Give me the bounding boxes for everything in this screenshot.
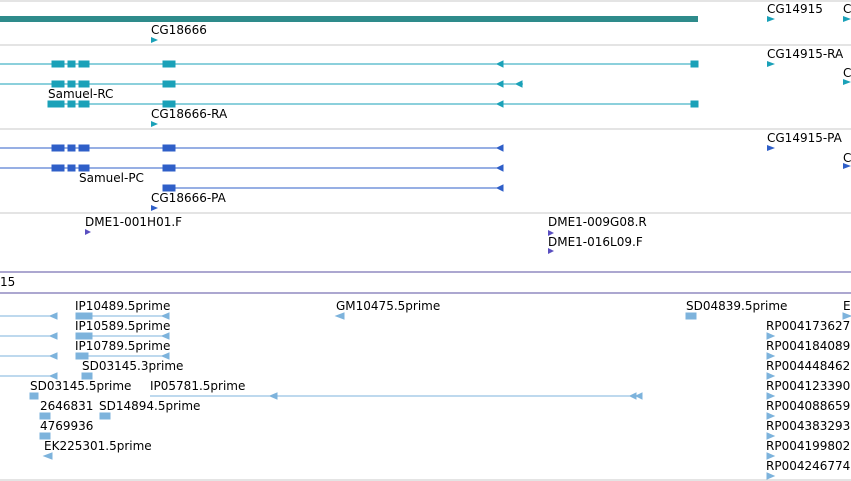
strand-arrow [151,121,158,127]
protein-1[interactable] [0,144,504,152]
strand-arrow [843,79,851,85]
gene-label[interactable]: CG14915 [767,2,823,16]
gene-feature-cg18666[interactable] [0,16,698,22]
transcript-2[interactable] [0,80,523,88]
cdna-label[interactable]: RP004088659 [766,399,851,413]
strand-arrow [151,205,158,211]
strand-arrow [843,163,851,169]
protein-label[interactable]: CG18666-PA [151,191,226,205]
cdna-label[interactable]: RP004184089 [766,339,851,353]
protein-label[interactable]: CG14915-PA [767,131,842,145]
strand-arrow [843,16,851,22]
est-label[interactable]: DME1-009G08.R [548,215,647,229]
gene-label[interactable]: C [843,2,851,16]
cdna-label[interactable]: SD03145.5prime [30,379,132,393]
cdna-label[interactable]: EK225301.5prime [44,439,152,453]
cdna-features[interactable] [0,312,851,480]
protein-2[interactable] [0,164,504,172]
est-label[interactable]: DME1-016L09.F [548,235,643,249]
transcript-label[interactable]: CG14915-RA [767,47,844,61]
cdna-label[interactable]: IP05781.5prime [150,379,246,393]
cdna-label[interactable]: IP10589.5prime [75,319,171,333]
cdna-label[interactable]: GM10475.5prime [336,299,441,313]
gene-label[interactable]: CG18666 [151,23,207,37]
cdna-label[interactable]: SD03145.3prime [82,359,184,373]
cdna-label[interactable]: RP004383293 [766,419,851,433]
cdna-label[interactable]: IP10789.5prime [75,339,171,353]
protein-label[interactable]: C [843,151,851,165]
strand-arrow [767,145,775,151]
transcript-label[interactable]: CG18666-RA [151,107,228,121]
cdna-label[interactable]: El [843,299,851,313]
cdna-label[interactable]: SD14894.5prime [99,399,201,413]
cdna-label[interactable]: RP004173627 [766,319,851,333]
est-marker[interactable] [548,248,554,254]
cdna-label[interactable]: SD04839.5prime [686,299,788,313]
protein-label[interactable]: Samuel-PC [79,171,144,185]
cdna-label[interactable]: RP004199802 [766,439,851,453]
est-label[interactable]: DME1-001H01.F [85,215,183,229]
cdna-label[interactable]: 2646831 [40,399,94,413]
protein-samuel-pc[interactable] [162,184,504,192]
strand-arrow [767,61,775,67]
cdna-label[interactable]: RP004246774 [766,459,851,473]
strand-arrow [767,16,775,22]
cdna-label[interactable]: IP10489.5prime [75,299,171,313]
est-marker[interactable] [548,230,554,236]
strand-arrow [151,37,158,43]
transcript-samuel-rc[interactable] [47,100,699,108]
cdna-label[interactable]: 4769936 [40,419,94,433]
transcript-label[interactable]: Samuel-RC [48,87,114,101]
cdna-label[interactable]: RP004123390 [766,379,851,393]
est-marker[interactable] [85,229,91,235]
cdna-label[interactable]: RP004448462 [766,359,851,373]
transcript-label[interactable]: C [843,66,851,80]
transcript-1[interactable] [0,60,699,68]
region-label: 15 [0,275,16,289]
